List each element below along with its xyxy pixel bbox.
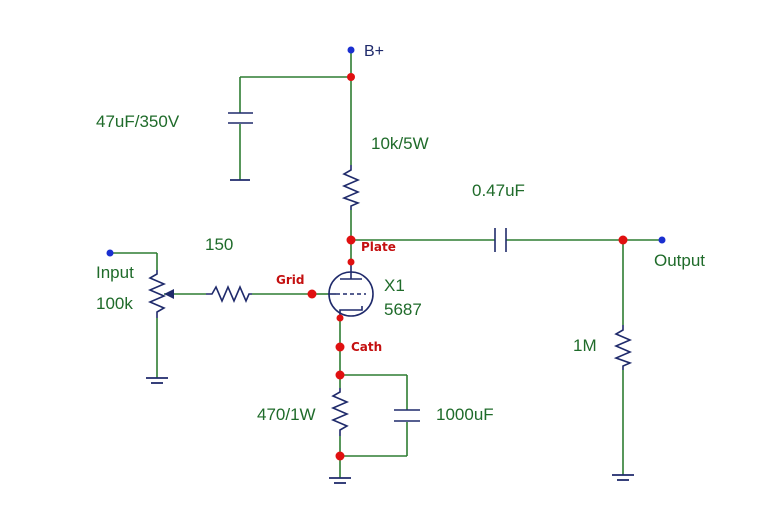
pin-label-grid: Grid [276, 273, 304, 287]
pin-label-cathode: Cath [351, 340, 382, 354]
load-resistor [613, 325, 633, 370]
node-grid [307, 289, 317, 299]
label-input: Input [96, 263, 134, 282]
coupling-capacitor [494, 228, 507, 252]
ground-symbols [146, 179, 634, 484]
junction-nodes [307, 73, 628, 461]
cathode-resistor [330, 388, 350, 436]
label-plate-resistor: 10k/5W [371, 134, 429, 153]
terminals [106, 46, 666, 257]
label-tube-ref: X1 [384, 276, 405, 295]
label-cathode-resistor: 470/1W [257, 405, 316, 424]
terminal-output [658, 236, 666, 244]
label-load-resistor: 1M [573, 336, 597, 355]
ground-cathode [329, 477, 351, 484]
label-potentiometer: 100k [96, 294, 133, 313]
node-cathode-bypass-bottom [335, 451, 345, 461]
label-cathode-capacitor: 1000uF [436, 405, 494, 424]
input-potentiometer [147, 270, 174, 318]
node-output [618, 235, 628, 245]
node-plate-pin [347, 258, 355, 266]
terminal-bplus [347, 46, 355, 54]
supply-capacitor [228, 112, 253, 124]
label-output: Output [654, 251, 705, 270]
node-cathode-pin [336, 314, 344, 322]
label-tube-type: 5687 [384, 300, 422, 319]
triode-tube [328, 262, 374, 318]
cathode-capacitor [394, 409, 420, 422]
grid-resistor [206, 284, 252, 304]
wires [110, 50, 662, 478]
label-bplus: B+ [364, 43, 384, 60]
label-supply-capacitor: 47uF/350V [96, 112, 180, 131]
label-grid-resistor: 150 [205, 235, 233, 254]
plate-resistor [341, 165, 361, 210]
node-plate [346, 235, 356, 245]
ground-pot [146, 377, 168, 384]
label-coupling-capacitor: 0.47uF [472, 181, 525, 200]
node-cathode-bypass-top [335, 370, 345, 380]
pin-label-plate: Plate [361, 240, 396, 254]
node-bplus-rail [347, 73, 355, 81]
ground-load [612, 474, 634, 481]
terminal-input [106, 249, 114, 257]
node-cathode [335, 342, 345, 352]
